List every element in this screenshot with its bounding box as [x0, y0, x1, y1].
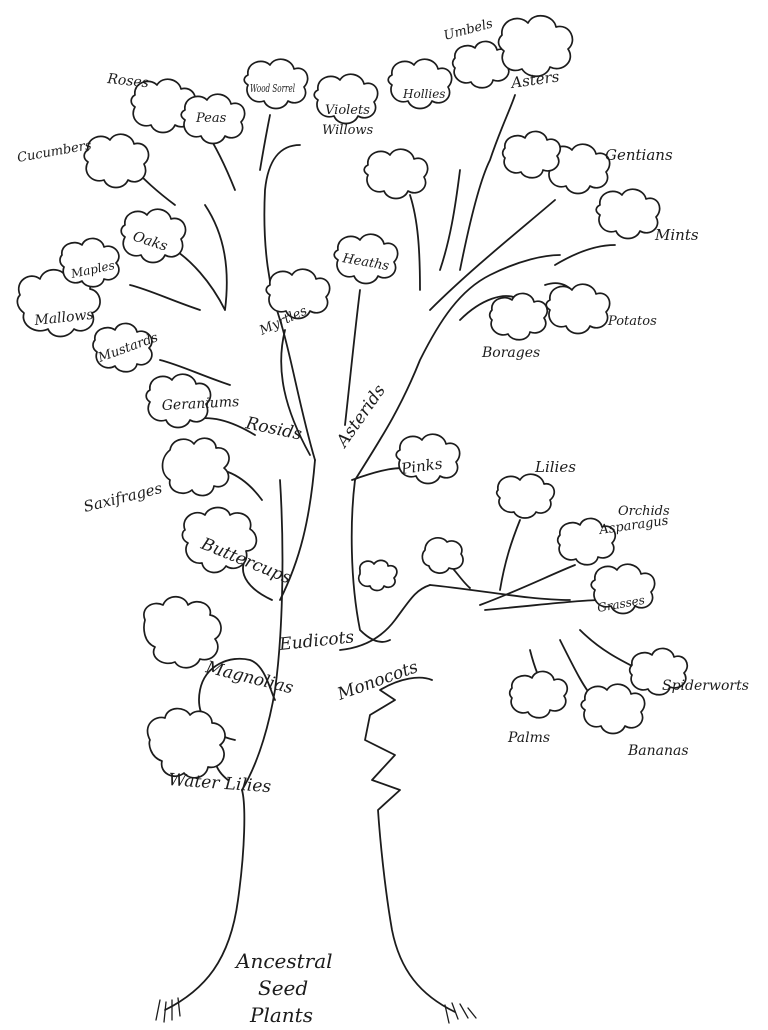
label-roses: Roses [106, 71, 150, 91]
leaf-saxifrages [163, 438, 230, 495]
root-left [156, 998, 180, 1022]
leaf-hollies [388, 59, 451, 108]
trunk-left-edge [165, 790, 244, 1010]
lilies-branch [500, 520, 520, 590]
label-lilies: Lilies [534, 458, 576, 476]
leaf-lilies [497, 474, 555, 518]
label-saxifrages: Saxifrages [82, 479, 165, 516]
leaf-cucumbers [84, 134, 148, 187]
leaf-monocot-round [422, 538, 463, 573]
leaf-potatos [546, 284, 609, 333]
label-borages: Borages [481, 345, 540, 361]
label-potatos: Potatos [607, 314, 657, 329]
label-hollies: Hollies [402, 87, 445, 101]
mints-branch [555, 245, 615, 265]
base-label-line-1: Ancestral [234, 949, 333, 973]
label-spiderworts: Spiderworts [662, 678, 749, 694]
asters-branch [460, 95, 515, 270]
grasses-branch [485, 600, 600, 610]
label-eudicots: Eudicots [277, 627, 355, 655]
label-peas: Peas [195, 111, 227, 126]
oaks-branch [175, 205, 227, 310]
leaf-bananas [581, 684, 644, 733]
label-water-lilies: Water Lilies [168, 770, 272, 797]
root-right [445, 1003, 476, 1023]
label-violets: Violets [325, 103, 370, 118]
leaf-water-lilies [148, 709, 226, 778]
leaf-palms [510, 671, 568, 717]
maples-branch [130, 285, 200, 310]
wood-sorrel-branch [260, 115, 270, 170]
label-monocots: Monocots [334, 657, 421, 705]
label-umbels: Umbels [442, 16, 495, 44]
leaf-unlabeled-center [364, 149, 427, 198]
base-label-line-3: Plants [249, 1003, 313, 1027]
label-magnolias: Magnolias [203, 657, 296, 698]
leaf-mints [596, 189, 659, 238]
label-asterids: Asterids [332, 381, 390, 453]
base-label-line-2: Seed [258, 976, 308, 1000]
label-mints: Mints [654, 226, 699, 244]
gentians-branch [430, 200, 555, 310]
leaf-asterid-small [503, 131, 561, 177]
label-bananas: Bananas [627, 743, 689, 759]
trunk-right-edge [365, 678, 455, 1012]
leaf-asters [499, 16, 573, 77]
label-wood-sorrel: Wood Sorrel [250, 82, 295, 95]
label-rosids: Rosids [243, 413, 304, 445]
label-geraniums: Geraniums [161, 394, 239, 414]
label-cucumbers: Cucumbers [16, 138, 93, 166]
label-willows: Willows [322, 123, 374, 138]
label-palms: Palms [507, 730, 550, 746]
leaf-borages [490, 293, 548, 339]
leaf-small-monocot [359, 560, 397, 590]
label-gentians: Gentians [605, 146, 673, 164]
roots [156, 998, 476, 1023]
